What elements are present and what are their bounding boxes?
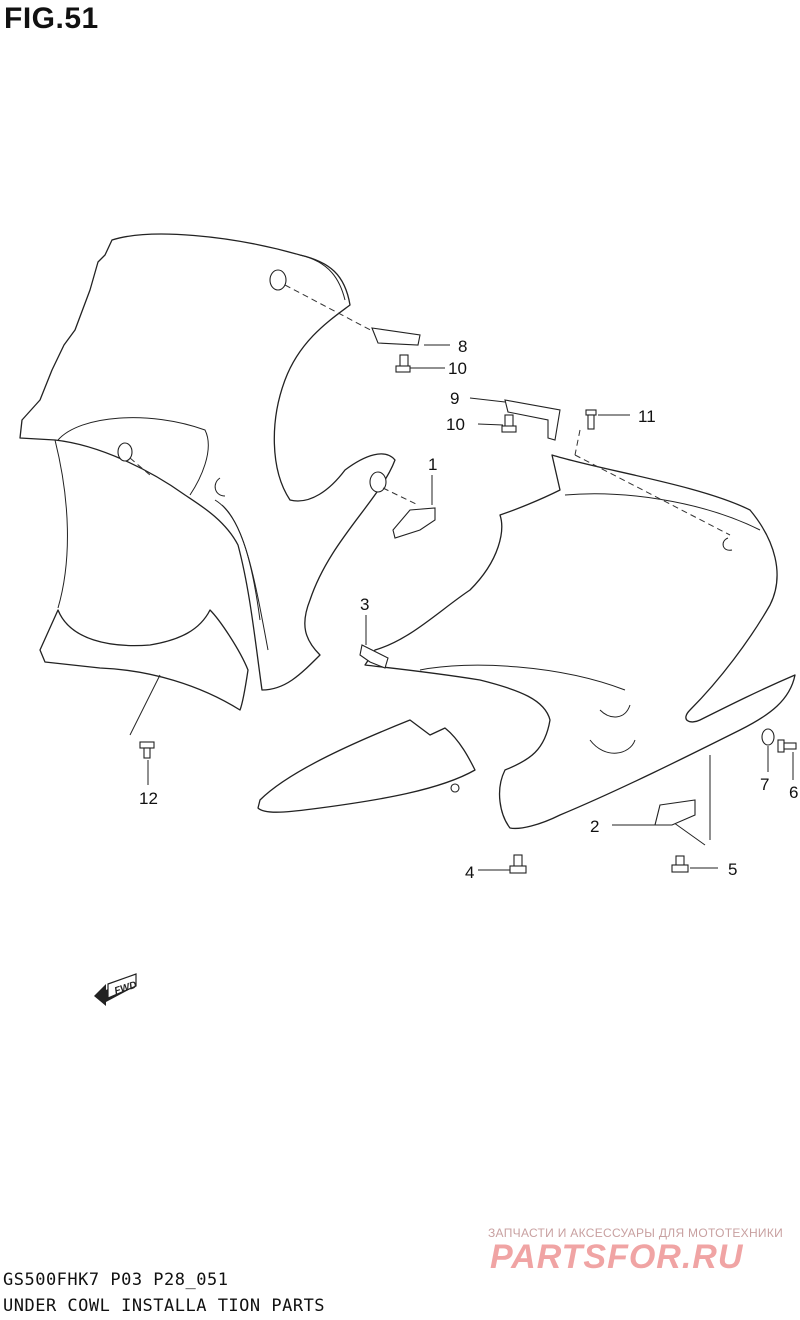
callout-10a: 10 bbox=[448, 359, 467, 378]
bolt-4 bbox=[509, 854, 527, 874]
watermark-text: ЗАПЧАСТИ И АКСЕССУАРЫ ДЛЯ МОТОТЕХНИКИ bbox=[488, 1226, 784, 1240]
left-lower-panel bbox=[39, 439, 249, 711]
forward-arrow-icon: FWD bbox=[94, 973, 138, 1006]
bracket-2 bbox=[654, 799, 696, 826]
screw-11 bbox=[585, 409, 597, 430]
assembly-lines bbox=[129, 284, 731, 846]
grommet-7 bbox=[761, 728, 775, 746]
callout-4: 4 bbox=[465, 863, 474, 882]
callout-5: 5 bbox=[728, 860, 737, 879]
bolt-5 bbox=[671, 855, 689, 873]
figure-code: GS500FHK7 P03 P28_051 bbox=[3, 1270, 229, 1290]
callout-3: 3 bbox=[360, 595, 369, 614]
screw-6 bbox=[777, 739, 797, 753]
right-under-cowl-panel bbox=[364, 454, 796, 830]
callout-2: 2 bbox=[590, 817, 599, 836]
bracket-3 bbox=[359, 644, 389, 669]
bolt-10a bbox=[395, 354, 411, 373]
right-lower-panel bbox=[257, 719, 476, 813]
watermark-logo: PARTSFOR.RU bbox=[490, 1238, 744, 1276]
callout-8: 8 bbox=[458, 337, 467, 356]
callout-12: 12 bbox=[139, 789, 158, 808]
callout-6: 6 bbox=[789, 783, 798, 802]
callout-9: 9 bbox=[450, 389, 459, 408]
callout-1: 1 bbox=[428, 455, 437, 474]
bolt-10b bbox=[501, 414, 517, 433]
leader-lines bbox=[147, 344, 794, 871]
callout-10b: 10 bbox=[446, 415, 465, 434]
screw-12 bbox=[139, 741, 155, 759]
figure-name: UNDER COWL INSTALLA TION PARTS bbox=[3, 1296, 326, 1316]
callout-11: 11 bbox=[638, 407, 656, 426]
bracket-8 bbox=[371, 327, 421, 346]
bracket-1 bbox=[392, 507, 436, 539]
figure-title: FIG.51 bbox=[4, 2, 99, 35]
callout-7: 7 bbox=[760, 775, 769, 794]
bracket-9 bbox=[504, 399, 561, 441]
left-under-cowl-panel bbox=[19, 233, 396, 691]
